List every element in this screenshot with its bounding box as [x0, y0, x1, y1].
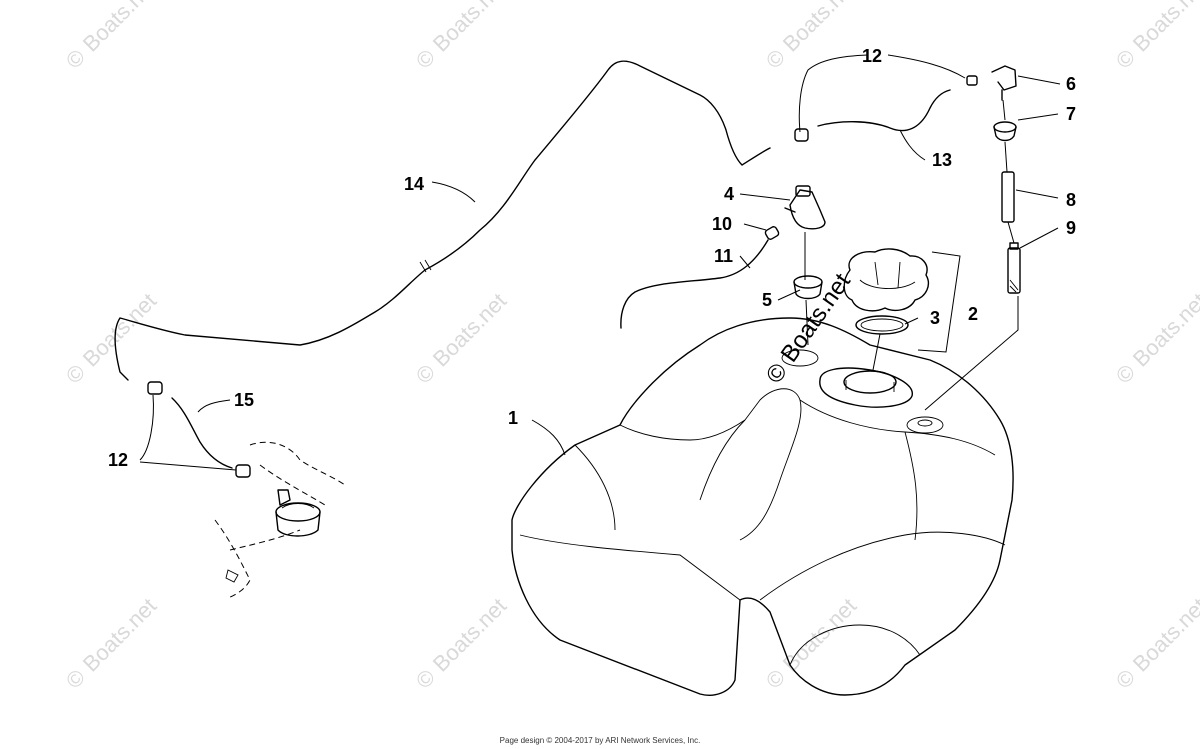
watermark: ©: [411, 664, 440, 693]
fuel-tank: [511, 317, 1014, 696]
callout-14: 14: [404, 174, 424, 194]
grommet-7: [993, 121, 1017, 142]
watermark: ©: [61, 359, 90, 388]
watermark: ©: [61, 664, 90, 693]
watermark: ©: [61, 44, 90, 73]
vent-hose-11: [620, 239, 769, 329]
watermark-grid: ©Boats.net ©Boats.net ©Boats.net ©Boats.…: [61, 0, 1200, 694]
watermark: Boats.net: [778, 0, 861, 57]
watermark: ©: [411, 359, 440, 388]
watermark: ©: [411, 44, 440, 73]
callout-6: 6: [1066, 74, 1076, 94]
watermark: Boats.net: [1128, 288, 1200, 371]
callout-12-top: 12: [862, 46, 882, 66]
vent-hose-15: [171, 397, 233, 469]
fitting-12-left-a: [147, 381, 163, 395]
callout-5: 5: [762, 290, 772, 310]
grommet: [793, 275, 823, 300]
page-footer: Page design © 2004-2017 by ARI Network S…: [499, 736, 701, 745]
watermark: Boats.net: [78, 0, 161, 57]
watermark: ©: [1111, 359, 1140, 388]
watermark: Boats.net: [1128, 0, 1200, 57]
tube-8: [1001, 171, 1015, 223]
fuel-cap: [843, 248, 930, 312]
fitting-12-top-left: [794, 128, 809, 142]
filter-9: [1007, 242, 1021, 294]
callouts: 1 2 3 4 5 6 7 8 9 10 11 12 12 13 14 15: [108, 46, 1076, 470]
vent-hose-13: [817, 89, 951, 132]
center-watermark: © Boats.net: [761, 268, 856, 388]
callout-15: 15: [234, 390, 254, 410]
watermark: Boats.net: [78, 288, 161, 371]
watermark: Boats.net: [428, 0, 511, 57]
watermark: Boats.net: [1128, 593, 1200, 676]
gasket: [855, 315, 909, 335]
fitting-12-left-b: [235, 464, 251, 478]
callout-4: 4: [724, 184, 734, 204]
callout-1: 1: [508, 408, 518, 428]
vent-tube-14: [114, 60, 771, 381]
watermark: Boats.net: [428, 288, 511, 371]
callout-2: 2: [968, 304, 978, 324]
vent-valve: [784, 185, 826, 230]
watermark: Boats.net: [78, 593, 161, 676]
elbow-fitting: [991, 65, 1017, 101]
fitting-12-top-right: [966, 75, 978, 86]
callout-9: 9: [1066, 218, 1076, 238]
engine-context: [214, 441, 346, 599]
callout-13: 13: [932, 150, 952, 170]
center-watermark-symbol: ©: [761, 358, 793, 388]
callout-8: 8: [1066, 190, 1076, 210]
callout-3: 3: [930, 308, 940, 328]
callout-7: 7: [1066, 104, 1076, 124]
watermark: ©: [761, 44, 790, 73]
watermark: ©: [1111, 44, 1140, 73]
watermark: ©: [1111, 664, 1140, 693]
leader-lines: [139, 54, 1061, 471]
callout-12-left: 12: [108, 450, 128, 470]
watermark: ©: [761, 664, 790, 693]
callout-10: 10: [712, 214, 732, 234]
callout-11: 11: [714, 246, 733, 266]
watermark: Boats.net: [428, 593, 511, 676]
bracket-2: [917, 251, 961, 353]
hose-clamp-10: [764, 226, 780, 240]
